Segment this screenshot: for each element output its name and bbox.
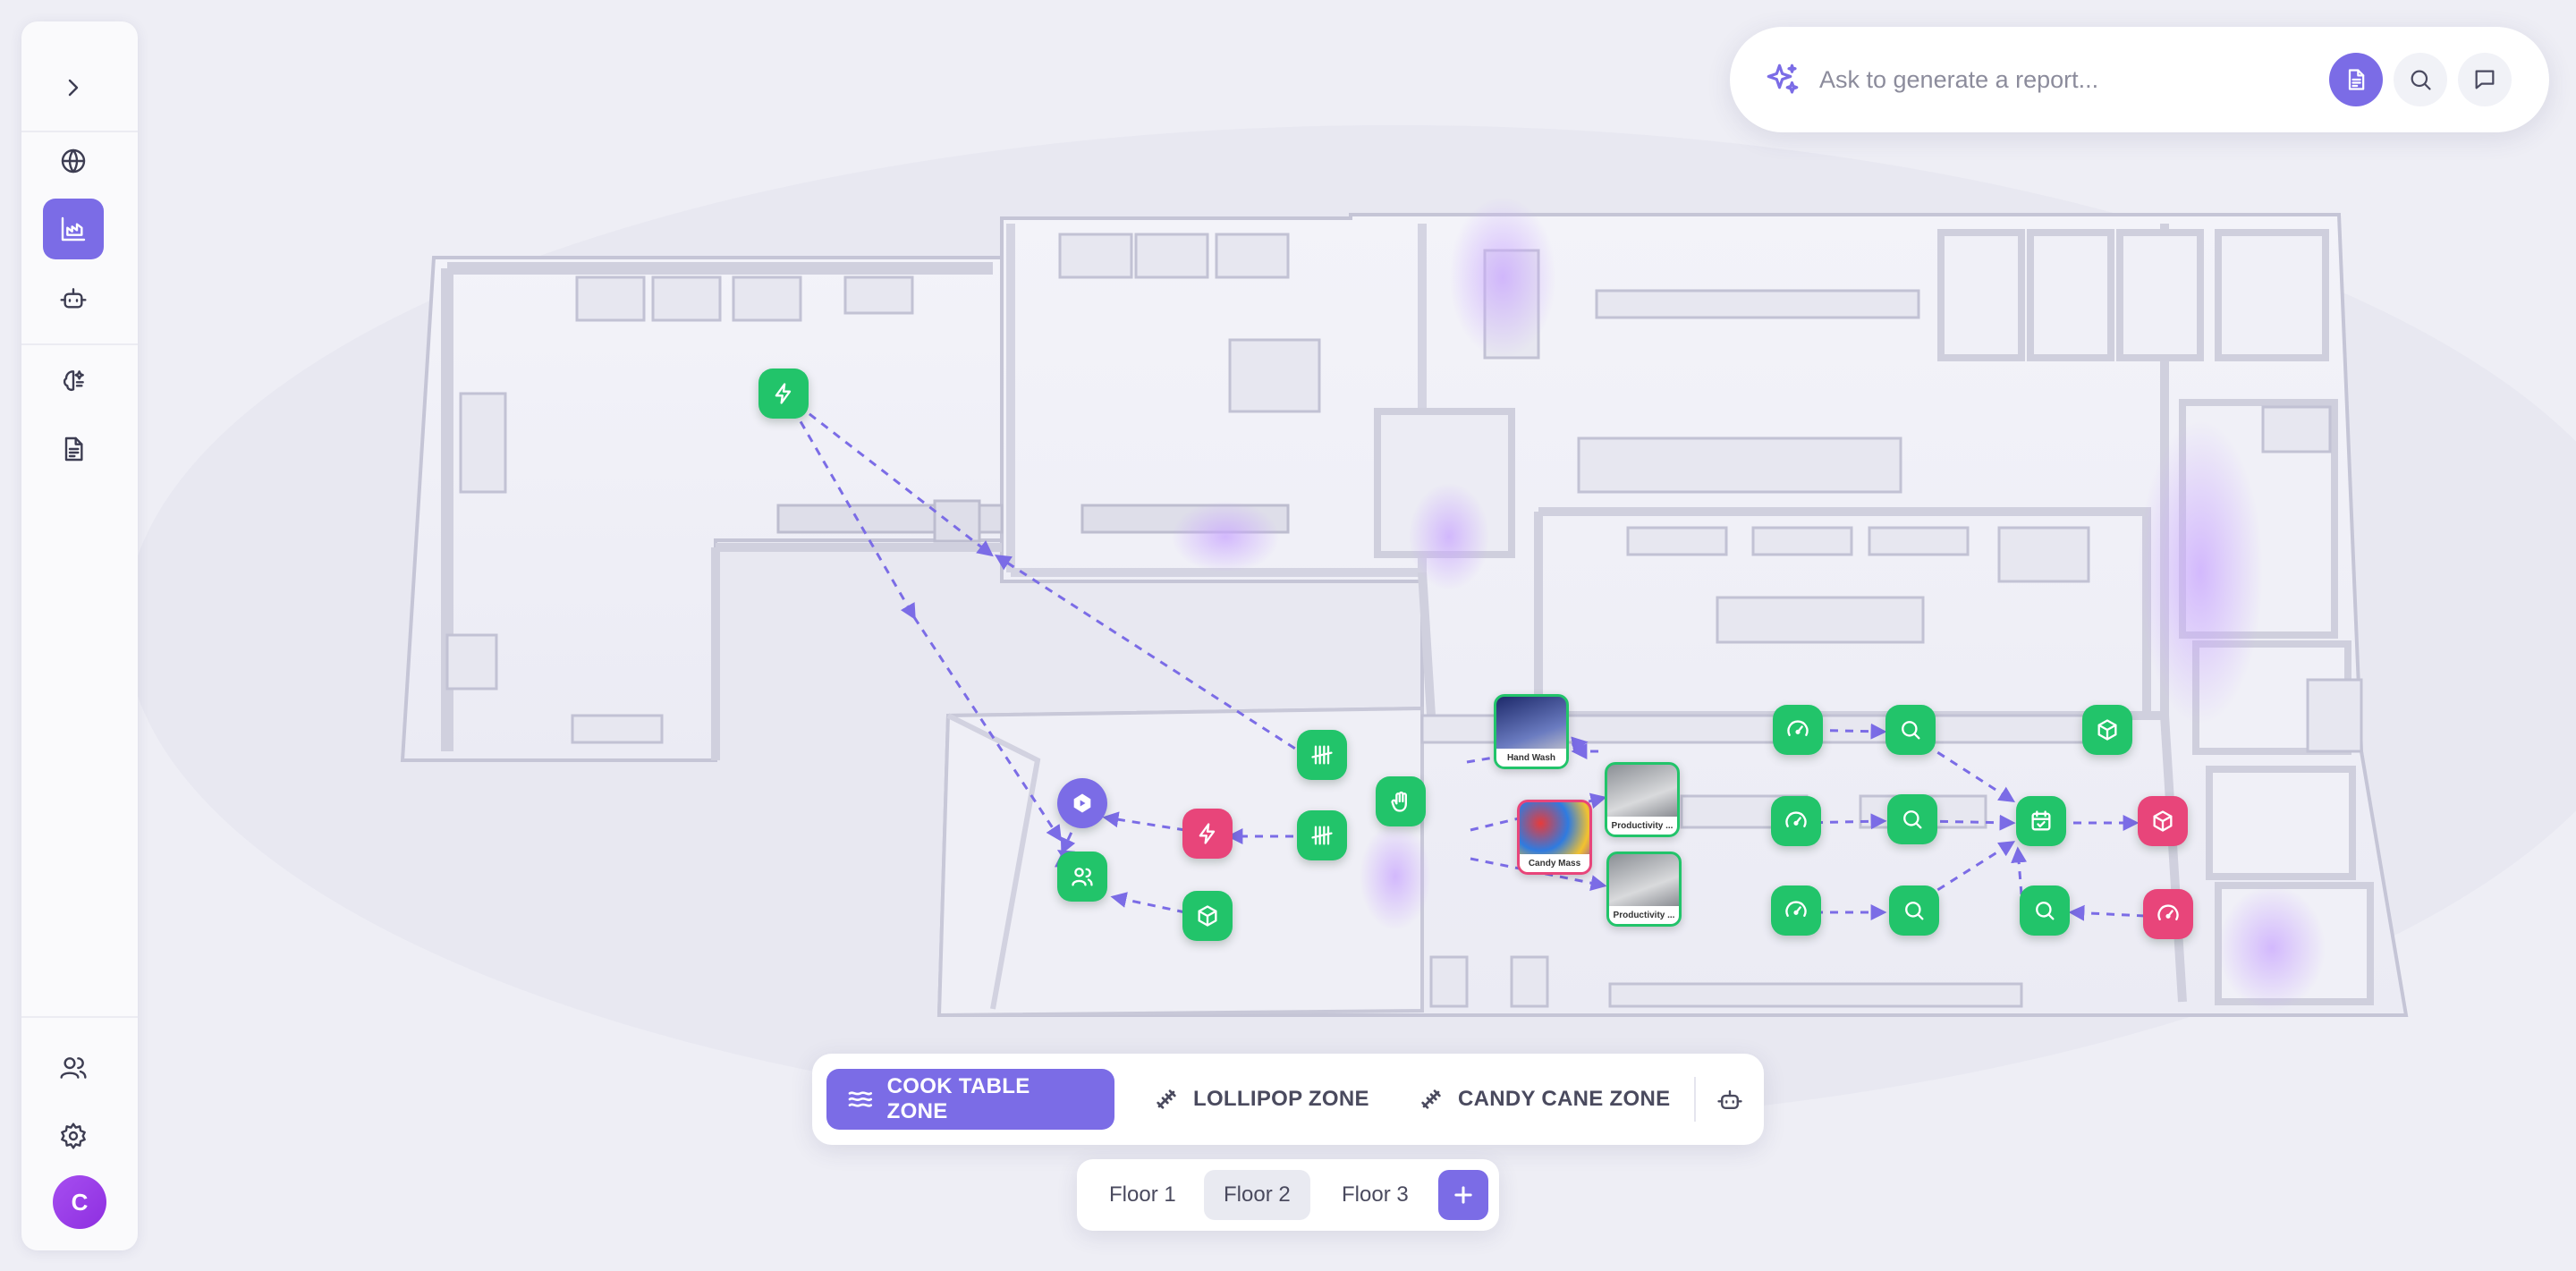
tally-icon	[1311, 745, 1333, 765]
logo-icon	[1073, 793, 1091, 813]
gear-icon	[61, 1123, 86, 1149]
sidebar-item-ai-agent[interactable]	[43, 351, 104, 411]
tally-icon	[1311, 826, 1333, 845]
tally-node[interactable]	[1297, 810, 1347, 860]
users-icon	[60, 1057, 87, 1079]
box-node[interactable]	[2082, 705, 2132, 755]
sidebar-item-factory[interactable]	[43, 199, 104, 259]
sidebar-item-globe[interactable]	[43, 131, 104, 191]
zone-tab-candy-cane[interactable]: CANDY CANE ZONE	[1397, 1069, 1690, 1130]
zone-selector: COOK TABLE ZONE LOLLIPOP ZONE CANDY CANE…	[812, 1054, 1764, 1145]
waves-icon	[848, 1091, 873, 1107]
chat-icon	[2475, 70, 2495, 89]
floor-selector: Floor 1 Floor 2 Floor 3	[1077, 1159, 1499, 1231]
box-icon	[2097, 719, 2117, 741]
gauge-icon	[1785, 901, 1807, 917]
add-floor-button[interactable]	[1438, 1170, 1488, 1220]
zap-node[interactable]	[1182, 809, 1233, 859]
report-prompt-bar	[1730, 27, 2549, 132]
chevron-right-icon	[68, 79, 79, 97]
zap-node[interactable]	[758, 369, 809, 419]
zone-robot-button[interactable]	[1710, 1080, 1750, 1120]
hand-icon	[1391, 792, 1407, 812]
gauge-node[interactable]	[2143, 889, 2193, 939]
logo-node[interactable]	[1057, 778, 1107, 828]
floor-tab-2[interactable]: Floor 2	[1204, 1170, 1310, 1220]
zone-tab-label: COOK TABLE ZONE	[886, 1074, 1030, 1123]
search-icon	[1902, 721, 1920, 740]
zone-tab-label: LOLLIPOP ZONE	[1193, 1087, 1369, 1111]
sidebar-divider	[21, 1016, 138, 1018]
robot-icon	[1717, 1089, 1742, 1109]
gauge-node[interactable]	[1773, 705, 1823, 755]
plus-icon	[1454, 1186, 1472, 1204]
robot-icon	[60, 288, 87, 309]
box-node[interactable]	[2138, 796, 2188, 846]
zone-divider	[1694, 1077, 1696, 1122]
sidebar-item-users[interactable]	[43, 1038, 104, 1098]
search-button[interactable]	[2394, 53, 2447, 106]
gauge-node[interactable]	[1771, 885, 1821, 936]
workflow-connections	[784, 394, 2146, 921]
zap-icon	[1199, 823, 1216, 844]
sparkles-icon	[1767, 64, 1799, 94]
zone-tab-lollipop[interactable]: LOLLIPOP ZONE	[1132, 1069, 1389, 1130]
brain-sparkle-icon	[63, 370, 84, 392]
search-node[interactable]	[1887, 794, 1937, 844]
search-node[interactable]	[1889, 885, 1939, 936]
box-icon	[2153, 810, 2173, 832]
users-node[interactable]	[1057, 852, 1107, 902]
expand-sidebar-button[interactable]	[43, 57, 104, 118]
globe-icon	[61, 148, 86, 174]
camera-label: Productivity ...	[1607, 817, 1677, 835]
zone-tab-cook-table[interactable]: COOK TABLE ZONE	[826, 1069, 1114, 1130]
camera-label: Productivity ...	[1609, 906, 1679, 924]
candy-icon	[1421, 1089, 1441, 1109]
floor-tab-3[interactable]: Floor 3	[1342, 1182, 1409, 1207]
document-icon	[2348, 69, 2365, 90]
factory-chart-icon	[61, 216, 86, 241]
camera-label: Hand Wash	[1496, 749, 1566, 767]
sidebar-item-robot[interactable]	[43, 268, 104, 329]
zone-tab-label: CANDY CANE ZONE	[1458, 1087, 1671, 1111]
search-icon	[1905, 902, 1924, 920]
camera-label: Candy Mass	[1520, 854, 1589, 872]
users-icon	[1072, 868, 1093, 886]
report-prompt-input[interactable]	[1819, 57, 2320, 102]
camera-card[interactable]: Productivity ...	[1606, 852, 1682, 927]
camera-card[interactable]: Hand Wash	[1494, 694, 1569, 769]
camera-card[interactable]: Productivity ...	[1605, 762, 1680, 837]
search-icon	[2036, 902, 2055, 920]
calendar-node[interactable]	[2016, 796, 2066, 846]
search-icon	[2411, 70, 2431, 90]
calendar-icon	[2031, 810, 2051, 831]
tally-node[interactable]	[1297, 730, 1347, 780]
gauge-node[interactable]	[1771, 796, 1821, 846]
sidebar-divider	[21, 131, 138, 132]
sidebar: C	[21, 21, 138, 1250]
chat-button[interactable]	[2458, 53, 2512, 106]
generate-report-button[interactable]	[2329, 53, 2383, 106]
floor-tab-1[interactable]: Floor 1	[1109, 1182, 1176, 1207]
search-icon	[1903, 810, 1922, 829]
sidebar-item-settings[interactable]	[43, 1106, 104, 1166]
user-avatar[interactable]: C	[53, 1175, 106, 1229]
document-icon	[64, 436, 83, 462]
gauge-icon	[1787, 720, 1809, 736]
box-node[interactable]	[1182, 891, 1233, 941]
gauge-icon	[1785, 811, 1807, 827]
box-icon	[1198, 905, 1217, 927]
sidebar-divider	[21, 343, 138, 345]
search-node[interactable]	[2020, 885, 2070, 936]
sidebar-item-reports[interactable]	[43, 419, 104, 479]
candy-icon	[1157, 1089, 1176, 1109]
gauge-icon	[2157, 904, 2179, 920]
hand-node[interactable]	[1376, 776, 1426, 826]
camera-card[interactable]: Candy Mass	[1517, 800, 1592, 875]
search-node[interactable]	[1885, 705, 1936, 755]
zap-icon	[775, 383, 792, 404]
